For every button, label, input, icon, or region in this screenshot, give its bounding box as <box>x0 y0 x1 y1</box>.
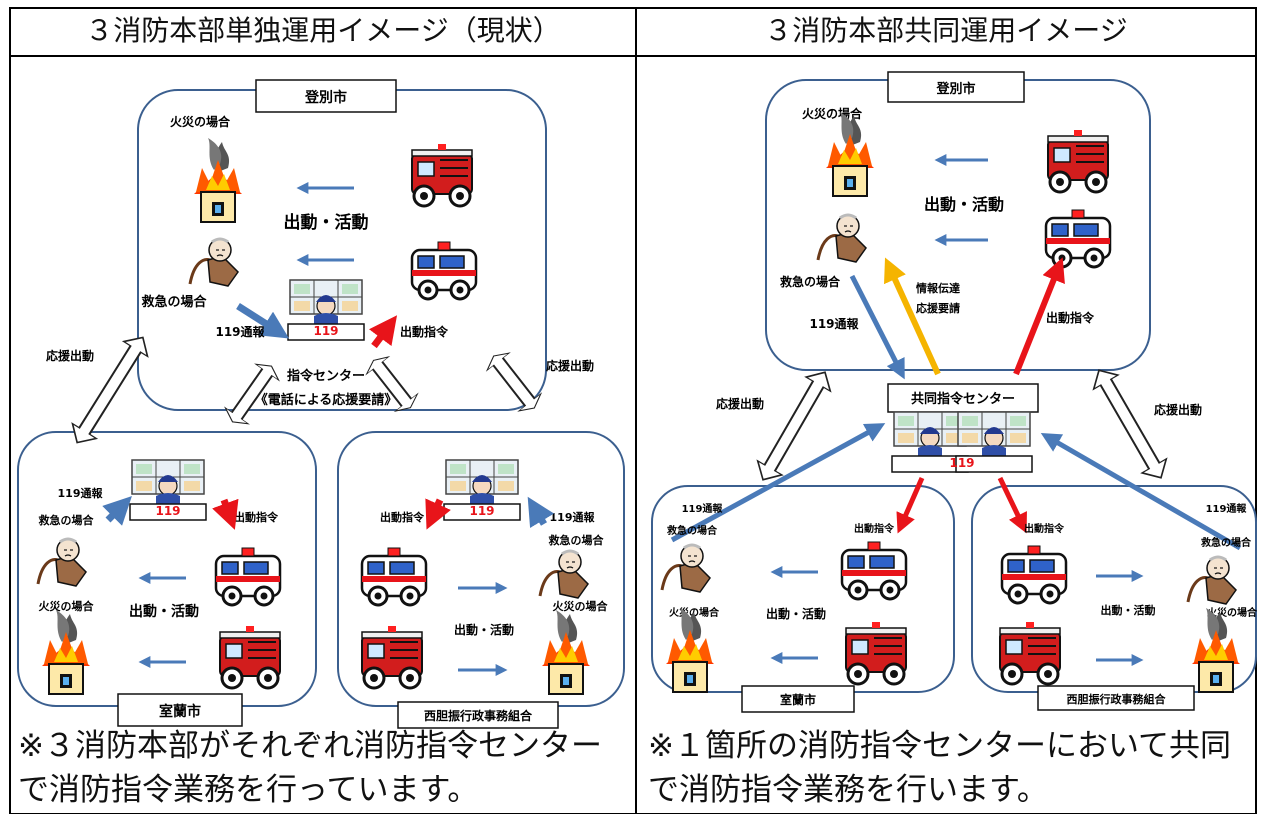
support-request-label: 応援要請 <box>916 301 960 315</box>
emergency-case-label: 救急の場合 <box>780 274 841 289</box>
elderly-person-icon <box>1186 555 1238 606</box>
right-caption: ※１箇所の消防指令センターにおいて共同で消防指令業務を行います。 <box>648 728 1232 808</box>
fire-case-label: 火災の場合 <box>553 599 609 613</box>
dispatch-order-label: 出動指令 <box>400 324 449 339</box>
ambulance-icon <box>360 546 428 607</box>
support-label-left: 応援出動 <box>46 348 94 363</box>
emergency-case-label: 救急の場合 <box>141 294 207 310</box>
table-frame <box>9 7 1257 814</box>
fire-case-label: 火災の場合 <box>39 599 95 613</box>
panel-119: 119 <box>949 456 974 470</box>
region-label-right: 西胆振行政事務組合 <box>1067 692 1167 706</box>
fire-case-label: 火災の場合 <box>802 106 863 121</box>
dispatch-activity-label: 出動・活動 <box>454 622 514 637</box>
house-fire-icon <box>541 609 591 695</box>
call-arrow <box>1040 433 1242 551</box>
order-arrow <box>1013 257 1065 376</box>
fire-truck-icon <box>360 624 424 690</box>
call-arrow <box>849 274 905 380</box>
call-119-label: 119通報 <box>1206 502 1248 515</box>
fire-truck-icon <box>1046 128 1110 194</box>
emergency-case-label: 救急の場合 <box>549 533 605 547</box>
fire-truck-icon <box>410 142 474 208</box>
region-label-left: 室蘭市 <box>159 703 201 720</box>
info-relay-label: 情報伝達 <box>916 281 960 295</box>
support-arrow <box>749 364 839 488</box>
ambulance-icon <box>1000 544 1068 605</box>
support-label-right: 応援出動 <box>1154 402 1202 417</box>
order-arrow <box>425 498 451 530</box>
elderly-person-icon <box>816 213 868 264</box>
call-arrow <box>236 303 290 339</box>
region-box-noboribetsu <box>137 89 547 411</box>
elderly-person-icon <box>188 237 240 288</box>
dispatch-order-label: 出動指令 <box>854 522 895 535</box>
right-panel: 登別市 室蘭市 西胆振行政事務組合 火災の場合 出動・活動 救急の場合 情報伝達… <box>651 71 1258 713</box>
emergency-case-label: 救急の場合 <box>39 513 95 527</box>
dispatch-activity-label: 出動・活動 <box>766 606 826 621</box>
order-arrow <box>369 315 398 349</box>
call-119-label: 119通報 <box>809 316 859 331</box>
info-arrow <box>884 257 941 376</box>
house-fire-icon <box>193 137 243 223</box>
left-caption: ※３消防本部がそれぞれ消防指令センターで消防指令業務を行っています。 <box>18 728 602 808</box>
call-arrow <box>670 423 886 543</box>
dispatch-activity-label: 出動・活動 <box>284 212 369 233</box>
house-fire-icon <box>665 607 715 693</box>
emergency-case-label: 救急の場合 <box>667 524 718 537</box>
panel-119: 119 <box>469 504 494 518</box>
call-119-label: 119通報 <box>682 502 724 515</box>
ambulance-icon <box>214 546 282 607</box>
support-arrow <box>481 346 547 418</box>
fire-truck-icon <box>218 624 282 690</box>
panel-119: 119 <box>155 504 180 518</box>
house-fire-icon <box>1191 607 1241 693</box>
house-fire-icon <box>825 111 875 197</box>
dispatch-order-label: 出動指令 <box>234 510 279 524</box>
right-header: ３消防本部共同運用イメージ <box>764 14 1128 47</box>
elderly-person-icon <box>538 549 590 600</box>
dispatch-activity-label: 出動・活動 <box>1101 603 1156 617</box>
emergency-case-label: 救急の場合 <box>1201 536 1252 549</box>
elderly-person-icon <box>36 537 88 588</box>
order-arrow <box>896 476 925 534</box>
left-panel: 登別市 室蘭市 西胆振行政事務組合 火災の場合 出動・活動 救急の場合 119 … <box>17 79 625 729</box>
call-119-label: 119通報 <box>58 486 104 500</box>
region-label-right: 西胆振行政事務組合 <box>424 708 533 723</box>
dispatch-order-label: 出動指令 <box>1046 310 1095 325</box>
dispatch-order-label: 出動指令 <box>1024 522 1065 535</box>
dispatch-order-label: 出動指令 <box>380 510 425 524</box>
phone-support-label: 《電話による応援要請》 <box>255 392 398 408</box>
left-header: ３消防本部単独運用イメージ（現状） <box>85 14 561 47</box>
call-arrow <box>527 496 555 529</box>
order-arrow <box>997 476 1027 534</box>
region-label-top: 登別市 <box>935 81 975 97</box>
region-label-left: 室蘭市 <box>780 692 816 707</box>
support-label-left: 応援出動 <box>716 396 764 411</box>
call-arrow <box>102 496 132 526</box>
call-119-label: 119通報 <box>215 324 265 339</box>
dispatch-activity-label: 出動・活動 <box>924 195 1004 214</box>
ambulance-icon <box>840 540 908 601</box>
region-label-top: 登別市 <box>304 89 347 106</box>
ambulance-icon <box>410 240 478 301</box>
order-arrow <box>212 498 239 530</box>
panel-119: 119 <box>313 324 338 338</box>
call-119-label: 119通報 <box>550 510 596 524</box>
joint-center-label: 共同指令センター <box>911 391 1015 407</box>
fire-truck-icon <box>998 620 1062 686</box>
dispatch-activity-label: 出動・活動 <box>129 603 199 620</box>
ambulance-icon <box>1044 208 1112 269</box>
command-center-label: 指令センター <box>287 368 365 384</box>
elderly-person-icon <box>660 543 712 594</box>
fire-truck-icon <box>844 620 908 686</box>
house-fire-icon <box>41 609 91 695</box>
fire-case-label: 火災の場合 <box>170 114 231 129</box>
support-label-right: 応援出動 <box>546 358 594 373</box>
